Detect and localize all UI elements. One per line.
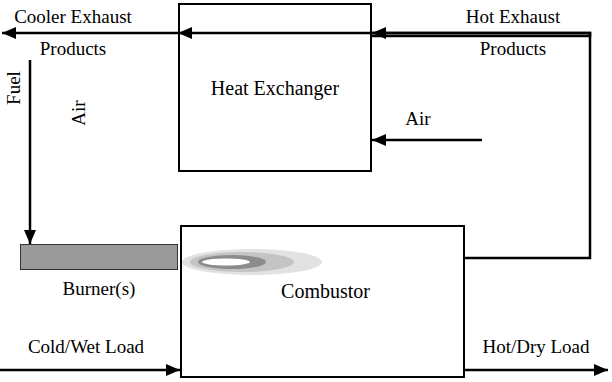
node-title: Heat Exchanger [210, 76, 340, 100]
flame-inner [198, 255, 266, 269]
flame [182, 249, 322, 275]
exhaust-label: Cooler Exhaust Products [0, 1, 146, 65]
node-title: Combustor [226, 279, 426, 303]
load-label: Hot/Dry Load [466, 336, 606, 358]
flow-label: Air [396, 108, 440, 130]
flame-outer [182, 249, 322, 275]
air-in-arrow [372, 139, 482, 142]
combustor-box: Combustor [180, 225, 465, 378]
flow-label: Air [69, 100, 89, 125]
flame-core [202, 259, 250, 266]
flow-arrow [178, 33, 590, 36]
flame-mid [190, 252, 294, 272]
heat-exchanger-box: Heat Exchanger [178, 3, 372, 172]
load-out-arrow [465, 369, 608, 372]
exhaust-label: Hot Exhaust Products [432, 1, 594, 65]
load-in-arrow [0, 369, 180, 372]
fuel-arrow [29, 60, 32, 244]
burner-bar: Burner(s) [20, 244, 178, 270]
load-label: Cold/Wet Load [16, 336, 156, 358]
exhaust-out-arrow [2, 32, 178, 35]
flow-label: Fuel [4, 71, 24, 105]
burner-label: Burner(s) [63, 277, 136, 301]
